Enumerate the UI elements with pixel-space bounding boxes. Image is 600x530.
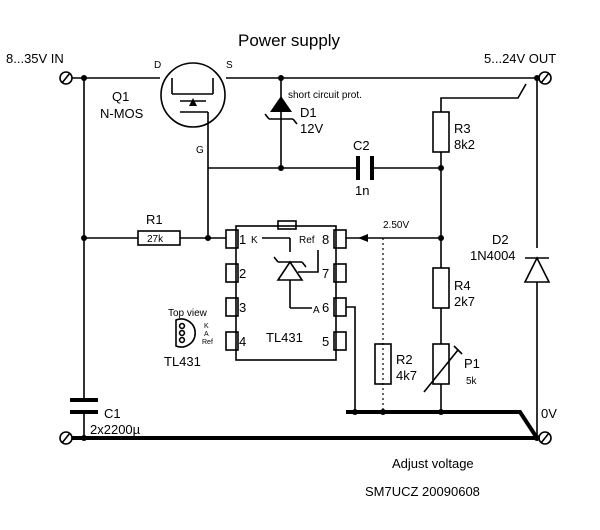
input-terminal-label: 8...35V IN — [6, 51, 64, 66]
top-view-pin-a: A — [204, 331, 209, 338]
ic-pin-k-label: K — [251, 235, 258, 246]
c1-capacitor — [70, 398, 98, 414]
r3-value-label: 8k2 — [454, 137, 475, 152]
r4-value-label: 2k7 — [454, 294, 475, 309]
q1-mosfet-symbol — [160, 62, 226, 168]
r3-ref-label: R3 — [454, 121, 471, 136]
c2-value-label: 1n — [355, 183, 369, 198]
top-view-name: TL431 — [164, 354, 201, 369]
ic-pin-1: 1 — [239, 232, 246, 247]
output-terminal-label: 5...24V OUT — [484, 51, 556, 66]
anode-ground-wire — [346, 306, 356, 412]
ic-pin-4: 4 — [239, 334, 246, 349]
tl431-ic-package — [225, 220, 347, 361]
r1-wire — [84, 168, 226, 239]
tl431-top-view-icon — [175, 318, 196, 348]
r4-resistor — [432, 267, 450, 309]
adjust-voltage-label: Adjust voltage — [392, 456, 474, 471]
top-view-caption: Top view — [168, 308, 208, 319]
junction-dots — [81, 75, 540, 441]
q1-source-label: S — [226, 60, 233, 71]
r1-value-label: 27k — [147, 234, 164, 245]
c1-ref-label: C1 — [104, 406, 121, 421]
r1-ref-label: R1 — [146, 212, 163, 227]
top-view-pin-k: K — [204, 323, 209, 330]
input-terminal — [59, 71, 73, 85]
ref-node-wire — [346, 234, 441, 412]
schematic-title: Power supply — [238, 31, 341, 50]
p1-ref-label: P1 — [464, 356, 480, 371]
r3-resistor — [432, 111, 450, 153]
d1-zener-diode — [264, 78, 298, 168]
ic-pin-3: 3 — [239, 300, 246, 315]
ground-terminal-right — [538, 431, 552, 445]
r2-value-label: 4k7 — [396, 368, 417, 383]
q1-type-label: N-MOS — [100, 106, 144, 121]
top-view-pin-ref: Ref — [202, 339, 213, 346]
c2-ref-label: C2 — [353, 138, 370, 153]
d1-ref-label: D1 — [300, 105, 317, 120]
top-rail — [72, 77, 538, 438]
r1-resistor — [137, 230, 181, 246]
ic-pin-7: 7 — [322, 266, 329, 281]
ic-name-label: TL431 — [266, 330, 303, 345]
d1-value-label: 12V — [300, 121, 323, 136]
ref-voltage-label: 2.50V — [383, 220, 409, 231]
c2-capacitor — [356, 156, 374, 180]
r2-ref-label: R2 — [396, 352, 413, 367]
ic-pin-5: 5 — [322, 334, 329, 349]
d1-note: short circuit prot. — [288, 90, 362, 101]
d2-value-label: 1N4004 — [470, 248, 516, 263]
r2-resistor — [374, 343, 392, 385]
output-terminal — [538, 71, 552, 85]
ic-pin-ref-label: Ref — [299, 235, 315, 246]
r4-ref-label: R4 — [454, 278, 471, 293]
ground-terminal-left — [59, 431, 73, 445]
d2-diode — [523, 256, 551, 283]
c1-value-label: 2x2200µ — [90, 422, 141, 437]
ic-pin-6: 6 — [322, 300, 329, 315]
divider-wire — [440, 83, 527, 412]
author-credit: SM7UCZ 20090608 — [365, 484, 480, 499]
ic-pin-2: 2 — [239, 266, 246, 281]
ic-pin-8: 8 — [322, 232, 329, 247]
q1-drain-label: D — [154, 60, 161, 71]
p1-value-label: 5k — [466, 376, 478, 387]
q1-ref-label: Q1 — [112, 89, 129, 104]
ground-terminal-label: 0V — [541, 406, 557, 421]
p1-potentiometer — [423, 343, 463, 393]
ic-pin-a-label: A — [313, 305, 320, 316]
d2-ref-label: D2 — [492, 232, 509, 247]
ground-rail — [72, 410, 539, 440]
q1-gate-label: G — [196, 145, 204, 156]
